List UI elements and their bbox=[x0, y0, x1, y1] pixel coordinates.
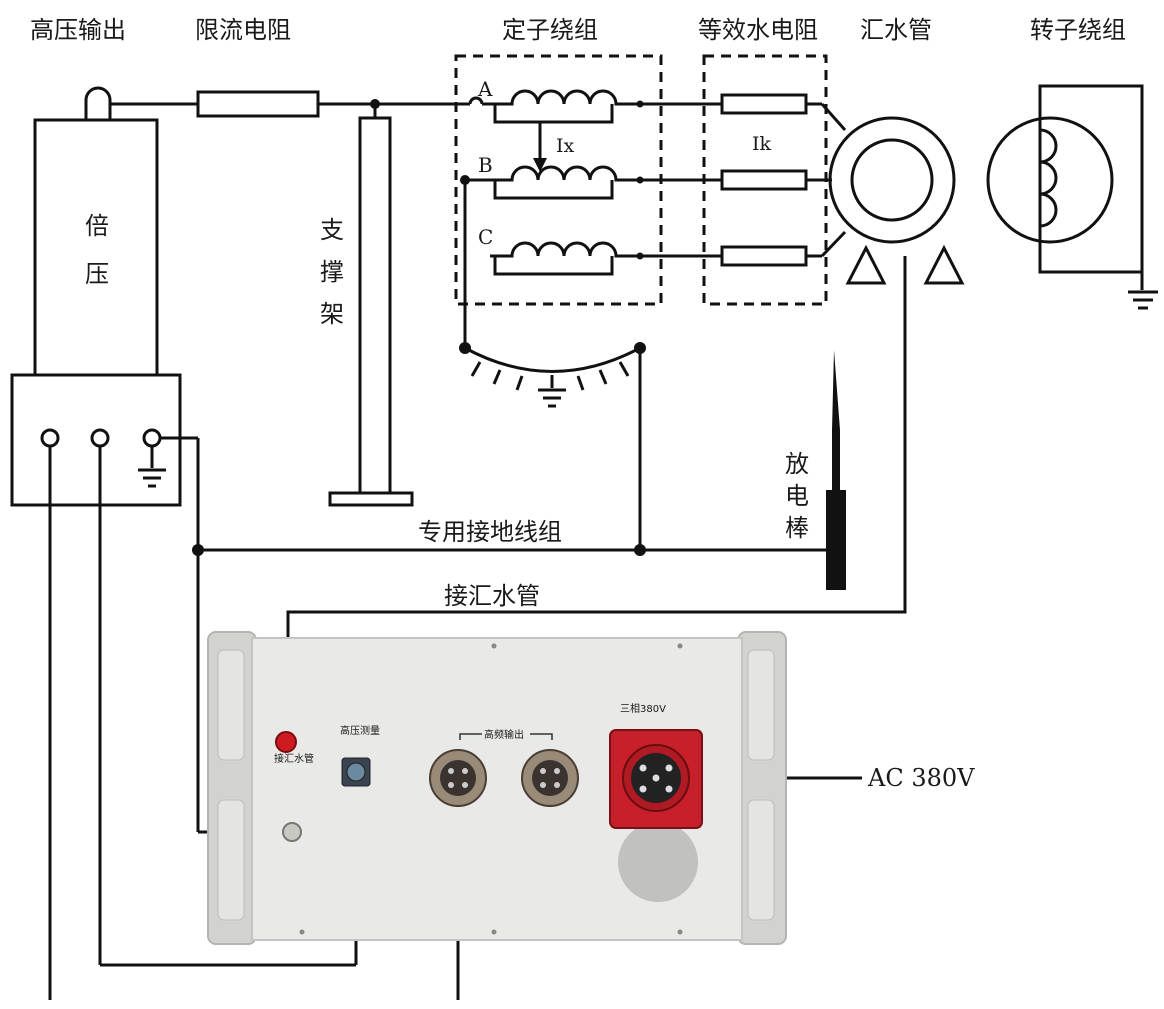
label-discharge-1: 放 bbox=[785, 450, 809, 478]
panel-label-three-phase: 三相380V bbox=[620, 702, 666, 715]
label-phase-a: A bbox=[477, 77, 493, 101]
label-multiplier-2: 压 bbox=[85, 260, 109, 288]
label-support-1: 支 bbox=[320, 216, 344, 244]
stator-windings bbox=[463, 89, 640, 348]
panel-label-hf-output: 高频输出 bbox=[484, 728, 524, 741]
rotor-circle bbox=[986, 116, 1114, 244]
junctions bbox=[192, 99, 646, 556]
ground-terminal[interactable] bbox=[282, 822, 302, 842]
label-ik: Ik bbox=[752, 133, 772, 155]
label-rotor-winding: 转子绕组 bbox=[1030, 16, 1126, 44]
water-resistor-dashed-box bbox=[702, 54, 828, 306]
hf-output-connector-2[interactable] bbox=[521, 749, 579, 807]
label-to-manifold: 接汇水管 bbox=[444, 582, 540, 610]
hf-output-connector-1[interactable] bbox=[429, 749, 487, 807]
manifold-inner bbox=[850, 138, 934, 222]
multiplier-base bbox=[10, 373, 182, 507]
stator-dashed-box bbox=[454, 54, 663, 306]
instrument-panel: 接汇水管 高压测量 高频输出 三相380V bbox=[207, 631, 787, 945]
label-discharge-2: 电 bbox=[785, 482, 809, 510]
three-phase-socket[interactable] bbox=[609, 729, 703, 902]
label-support-3: 架 bbox=[320, 300, 344, 328]
support-base bbox=[328, 491, 414, 507]
manifold-outer bbox=[828, 116, 956, 244]
label-hv-output: 高压输出 bbox=[30, 16, 126, 44]
label-phase-c: C bbox=[478, 225, 493, 249]
label-manifold: 汇水管 bbox=[860, 16, 932, 44]
label-ground-set: 专用接地线组 bbox=[418, 518, 562, 546]
discharge-rod bbox=[826, 350, 846, 590]
label-ix: Ix bbox=[556, 135, 575, 157]
panel-label-hv-measure: 高压测量 bbox=[340, 724, 380, 737]
manifold-terminal[interactable] bbox=[275, 731, 297, 753]
label-phase-b: B bbox=[478, 153, 493, 177]
hv-dome bbox=[84, 86, 112, 120]
panel-label-manifold: 接汇水管 bbox=[274, 752, 314, 765]
label-limit-resistor: 限流电阻 bbox=[195, 16, 291, 44]
label-water-resistor: 等效水电阻 bbox=[698, 16, 818, 44]
limit-resistor bbox=[196, 90, 320, 118]
multiplier-body bbox=[33, 118, 159, 377]
label-discharge-3: 棒 bbox=[785, 514, 809, 542]
label-support-2: 撑 bbox=[320, 258, 344, 286]
label-ac-input: AC 380V bbox=[867, 764, 975, 792]
label-multiplier-1: 倍 bbox=[85, 212, 109, 240]
ix-arrow bbox=[533, 158, 547, 172]
label-stator-winding: 定子绕组 bbox=[502, 16, 598, 44]
support-post bbox=[358, 116, 392, 495]
